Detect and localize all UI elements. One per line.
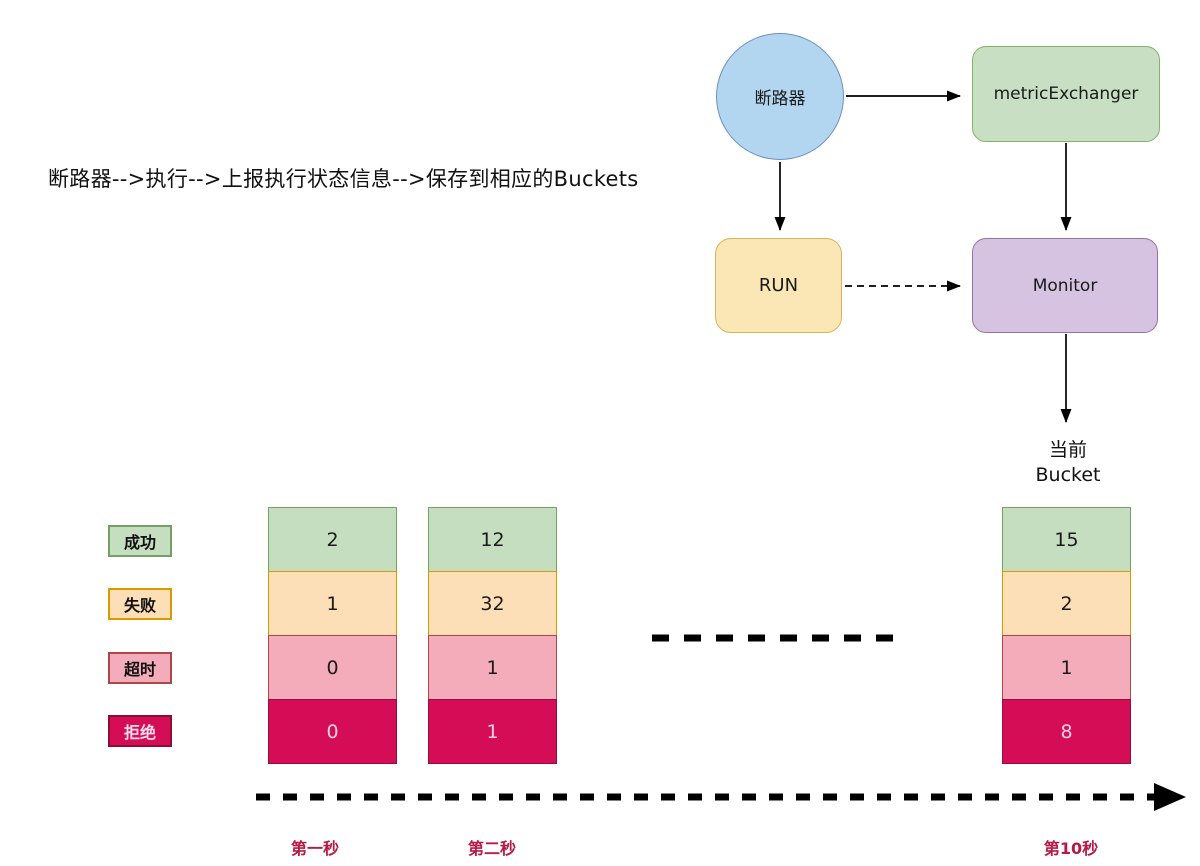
bucket10-reject-cell: 8	[1002, 699, 1131, 764]
current-bucket-line2: Bucket	[1035, 464, 1101, 486]
legend-fail: 失败	[108, 588, 172, 620]
bucket10-success-cell: 15	[1002, 507, 1131, 572]
flow-description: 断路器-->执行-->上报执行状态信息-->保存到相应的Buckets	[48, 167, 639, 191]
node-monitor: Monitor	[972, 238, 1158, 333]
current-bucket-line1: 当前	[1048, 439, 1087, 461]
legend-reject: 拒绝	[108, 715, 172, 747]
bucket2-timeout-cell: 1	[428, 635, 557, 700]
node-circuit-breaker-label: 断路器	[754, 89, 806, 109]
bucket2-reject-cell: 1	[428, 699, 557, 764]
bucket2-fail-cell: 32	[428, 571, 557, 636]
legend-timeout: 超时	[108, 652, 172, 684]
bucket1-timeout-cell: 0	[268, 635, 397, 700]
node-circuit-breaker: 断路器	[716, 33, 844, 160]
bucket-column-second-10: 15 2 1 8	[1002, 507, 1131, 764]
bucket1-success-cell: 2	[268, 507, 397, 572]
timeline-label-second-2: 第二秒	[467, 839, 517, 858]
current-bucket-label: 当前 Bucket	[1016, 438, 1120, 488]
legend-reject-label: 拒绝	[123, 723, 156, 742]
bucket2-success-cell: 12	[428, 507, 557, 572]
node-run-label: RUN	[758, 275, 799, 296]
legend-success-label: 成功	[123, 533, 156, 552]
timeline-label-second-1: 第一秒	[290, 839, 340, 858]
node-run: RUN	[715, 238, 842, 333]
legend-fail-label: 失败	[123, 596, 156, 615]
bucket1-reject-cell: 0	[268, 699, 397, 764]
timeline-label-second-10: 第10秒	[1043, 839, 1099, 858]
timeline-arrowhead	[1154, 783, 1186, 811]
bucket10-fail-cell: 2	[1002, 571, 1131, 636]
node-monitor-label: Monitor	[1032, 275, 1098, 296]
node-metric-exchanger-label: metricExchanger	[993, 84, 1139, 104]
bucket-column-second-1: 2 1 0 0	[268, 507, 397, 764]
legend-timeout-label: 超时	[123, 660, 156, 679]
legend-success: 成功	[108, 525, 172, 557]
bucket-column-second-2: 12 32 1 1	[428, 507, 557, 764]
node-metric-exchanger: metricExchanger	[972, 46, 1160, 142]
bucket1-fail-cell: 1	[268, 571, 397, 636]
bucket10-timeout-cell: 1	[1002, 635, 1131, 700]
